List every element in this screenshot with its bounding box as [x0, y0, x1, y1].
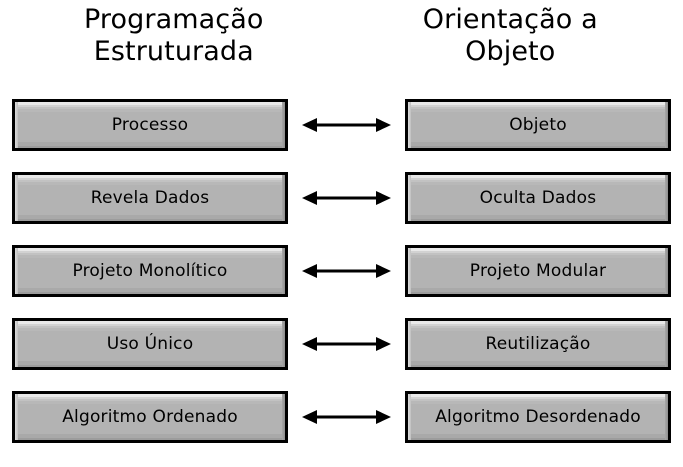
box-bevel-left-edge [408, 321, 411, 367]
box-label: Algoritmo Ordenado [62, 406, 238, 427]
box-label: Projeto Monolítico [72, 260, 228, 281]
comparison-rows: Processo Objeto Revel [0, 98, 683, 444]
box-bevel-right-edge [282, 248, 285, 294]
box-label: Uso Único [106, 333, 194, 354]
box-bevel-left-edge [408, 102, 411, 148]
box-right-oo[interactable]: Reutilização [405, 318, 671, 370]
box-right-oo[interactable]: Objeto [405, 99, 671, 151]
heading-column-right: Orientação a Objeto [342, 0, 683, 92]
box-label: Algoritmo Desordenado [435, 406, 641, 427]
double-arrow-icon [302, 118, 391, 132]
box-bevel-right-edge [665, 321, 668, 367]
box-bevel-right-edge [282, 394, 285, 440]
box-bevel-left-edge [15, 175, 18, 221]
box-bevel-right-edge [282, 175, 285, 221]
box-bevel-left-edge [408, 394, 411, 440]
box-label: Reutilização [485, 333, 591, 354]
box-right-oo[interactable]: Projeto Modular [405, 245, 671, 297]
box-bevel-right-edge [665, 394, 668, 440]
comparison-row: Processo Objeto [0, 98, 683, 152]
arrow-cell [288, 261, 405, 281]
box-label: Processo [111, 114, 189, 135]
box-label: Objeto [509, 114, 567, 135]
box-right-oo[interactable]: Algoritmo Desordenado [405, 391, 671, 443]
comparison-row: Uso Único Reutilização [0, 317, 683, 371]
heading-structured-programming: Programação Estruturada [84, 4, 264, 67]
box-label: Oculta Dados [479, 187, 597, 208]
arrow-cell [288, 115, 405, 135]
box-bevel-left-edge [15, 321, 18, 367]
comparison-row: Projeto Monolítico Projeto Modular [0, 244, 683, 298]
double-arrow-icon [302, 264, 391, 278]
box-bevel-right-edge [665, 175, 668, 221]
double-arrow-icon [302, 410, 391, 424]
heading-column-left: Programação Estruturada [0, 0, 342, 92]
double-arrow-icon [302, 337, 391, 351]
box-bevel-right-edge [665, 248, 668, 294]
arrow-cell [288, 407, 405, 427]
box-left-structured[interactable]: Revela Dados [12, 172, 288, 224]
double-arrow-icon [302, 191, 391, 205]
arrow-cell [288, 334, 405, 354]
comparison-row: Algoritmo Ordenado Algoritmo Desordenado [0, 390, 683, 444]
arrow-cell [288, 188, 405, 208]
box-right-oo[interactable]: Oculta Dados [405, 172, 671, 224]
box-label: Projeto Modular [469, 260, 607, 281]
box-bevel-right-edge [282, 321, 285, 367]
box-bevel-left-edge [15, 102, 18, 148]
heading-object-orientation: Orientação a Objeto [422, 4, 598, 67]
headings-row: Programação Estruturada Orientação a Obj… [0, 0, 683, 92]
box-bevel-right-edge [665, 102, 668, 148]
box-bevel-left-edge [408, 175, 411, 221]
box-left-structured[interactable]: Projeto Monolítico [12, 245, 288, 297]
box-bevel-right-edge [282, 102, 285, 148]
box-bevel-left-edge [408, 248, 411, 294]
box-left-structured[interactable]: Processo [12, 99, 288, 151]
box-label: Revela Dados [90, 187, 210, 208]
box-bevel-left-edge [15, 394, 18, 440]
comparison-row: Revela Dados Oculta Dados [0, 171, 683, 225]
box-bevel-left-edge [15, 248, 18, 294]
box-left-structured[interactable]: Uso Único [12, 318, 288, 370]
box-left-structured[interactable]: Algoritmo Ordenado [12, 391, 288, 443]
